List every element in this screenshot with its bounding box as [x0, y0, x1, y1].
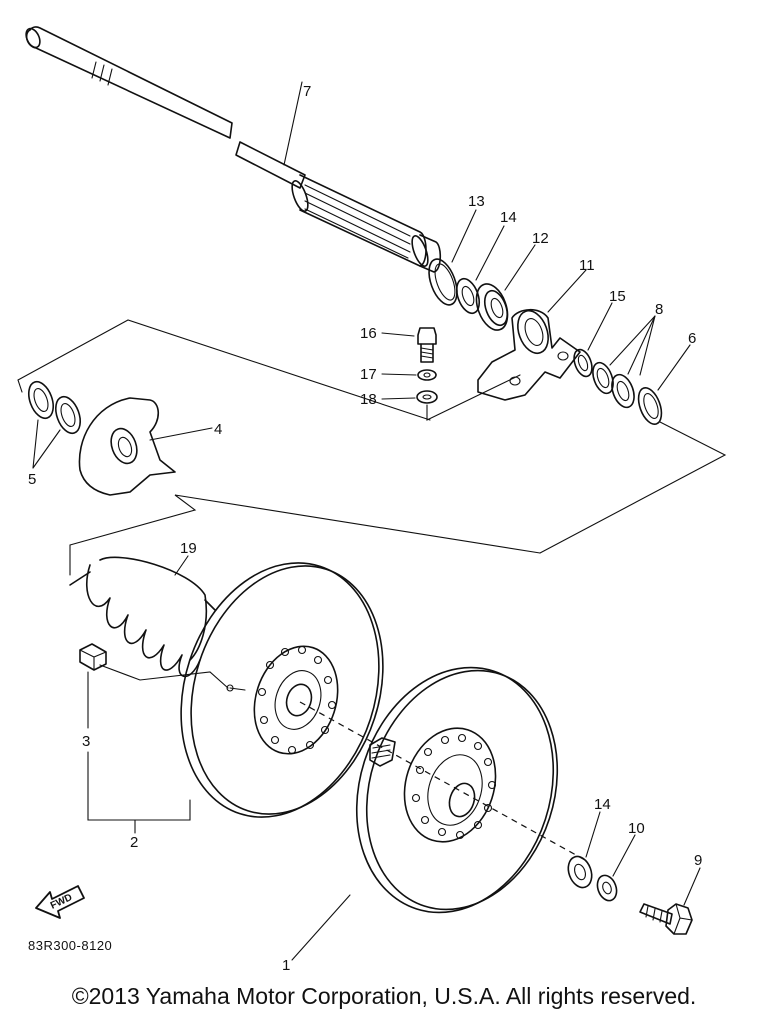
part-6-circlip	[637, 344, 691, 425]
callout-14-lower: 14	[594, 796, 611, 813]
part-10-washer	[596, 834, 636, 902]
callout-5: 5	[28, 471, 36, 488]
callout-12: 12	[532, 230, 549, 247]
part-14-washer-upper	[455, 225, 505, 315]
part-2-fixed-sheave	[87, 562, 384, 834]
callout-18: 18	[360, 391, 377, 408]
part-code: 83R300-8120	[28, 938, 112, 953]
part-7-shaft	[25, 26, 442, 273]
part-1-movable-sheave	[291, 666, 559, 961]
exploded-view-drawing: FWD 83R300-8120 7 13 14 12 11 15 8 6 16 …	[17, 26, 727, 974]
callout-13: 13	[468, 193, 485, 210]
part-5-washers	[27, 380, 82, 469]
callout-6: 6	[688, 330, 696, 347]
part-3-slider	[79, 643, 107, 816]
part-9-bolt	[639, 867, 701, 935]
callout-15: 15	[609, 288, 626, 305]
copyright-notice: ©2013 Yamaha Motor Corporation, U.S.A. A…	[71, 983, 697, 1009]
callout-3: 3	[82, 733, 90, 750]
callout-10: 10	[628, 820, 645, 837]
part-4-cam	[78, 397, 213, 496]
part-18-washer	[381, 374, 521, 421]
movable-sheave-bolt-holes	[411, 733, 497, 840]
callout-8: 8	[655, 301, 663, 318]
part-11-bearing-housing	[477, 269, 587, 401]
fixed-sheave-bolt-holes	[257, 645, 337, 755]
callout-19: 19	[180, 540, 197, 557]
callout-11: 11	[579, 257, 595, 274]
callout-7: 7	[303, 83, 311, 100]
callout-1: 1	[282, 957, 290, 974]
part-8-shims	[592, 315, 656, 409]
callout-2: 2	[130, 834, 138, 851]
callout-14-upper: 14	[500, 209, 517, 226]
part-14-washer-lower	[567, 811, 601, 889]
part-19-spring	[69, 555, 216, 678]
part-16-bolt	[381, 327, 437, 363]
part-12-bearing	[475, 244, 536, 331]
callout-16: 16	[360, 325, 377, 342]
part-13-circlip	[428, 209, 477, 306]
callout-9: 9	[694, 852, 702, 869]
part-17-lock-washer	[381, 369, 437, 381]
part-15-shim	[573, 302, 613, 378]
callout-17: 17	[360, 366, 377, 383]
callout-labels: 7 13 14 12 11 15 8 6 16 17 18 4 5 19 3 2…	[28, 83, 702, 974]
fwd-arrow-icon: FWD	[35, 885, 85, 919]
callout-4: 4	[214, 421, 222, 438]
